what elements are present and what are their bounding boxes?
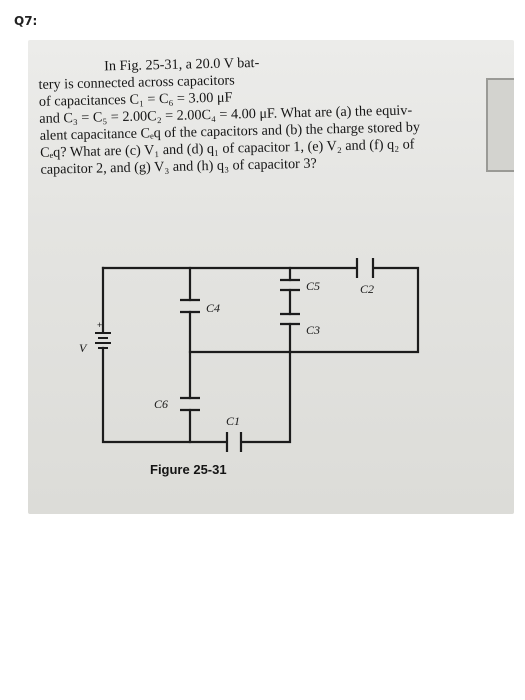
question-label: Q7: bbox=[14, 14, 38, 28]
capacitor-c1 bbox=[225, 432, 243, 452]
capacitor-c3 bbox=[280, 312, 300, 326]
c1-label: C1 bbox=[226, 414, 240, 428]
c3-label: C3 bbox=[306, 323, 320, 337]
capacitor-c4 bbox=[180, 298, 200, 314]
capacitor-c2 bbox=[355, 258, 375, 278]
textbook-photo: In Fig. 25-31, a 20.0 V bat- tery is con… bbox=[28, 40, 514, 514]
page-tab-marker bbox=[486, 78, 514, 172]
svg-text:+: + bbox=[97, 320, 102, 330]
capacitor-c5 bbox=[280, 278, 300, 292]
c2-label: C2 bbox=[360, 282, 374, 296]
figure-caption: Figure 25-31 bbox=[150, 462, 227, 477]
capacitor-c6 bbox=[180, 396, 200, 412]
c4-label: C4 bbox=[206, 301, 220, 315]
c5-label: C5 bbox=[306, 279, 320, 293]
battery-symbol: + bbox=[95, 320, 111, 349]
battery-label: V bbox=[79, 341, 88, 355]
c6-label: C6 bbox=[154, 397, 168, 411]
